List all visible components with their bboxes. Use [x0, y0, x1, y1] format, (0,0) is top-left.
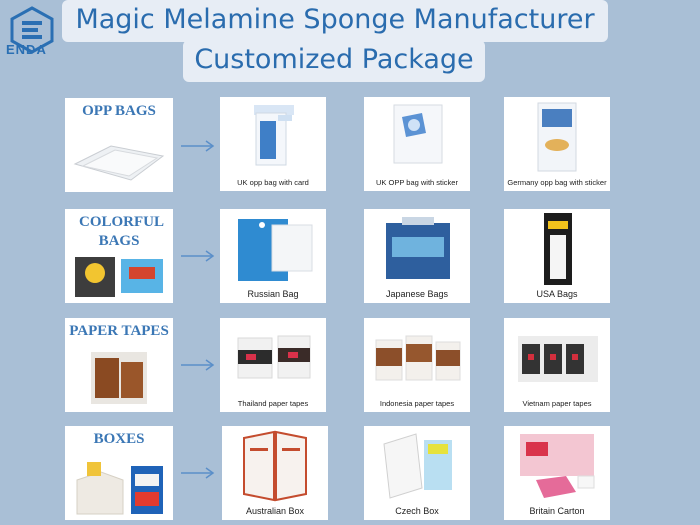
product-image — [518, 336, 598, 382]
product-image — [393, 104, 443, 164]
product-image — [383, 433, 452, 499]
category-card-colorful-bags: COLORFUL BAGS — [65, 209, 173, 303]
product-image — [243, 430, 307, 502]
product-card: USA Bags — [504, 209, 610, 303]
product-caption: Czech Box — [395, 506, 439, 516]
product-caption: Britain Carton — [529, 506, 585, 516]
colorful-bags-image — [75, 257, 163, 297]
product-card: UK OPP bag with sticker — [364, 97, 470, 191]
product-caption: UK OPP bag with sticker — [376, 178, 458, 187]
category-label: BOXES — [93, 431, 145, 447]
boxes-image — [76, 462, 163, 515]
product-card: Germany opp bag with sticker — [504, 97, 610, 191]
product-image — [238, 219, 313, 281]
category-card-paper-tapes: PAPER TAPES — [65, 318, 173, 412]
page-subtitle: Customized Package — [183, 40, 485, 82]
opp-bags-image — [73, 145, 165, 181]
product-image — [520, 434, 595, 498]
product-card: Australian Box — [222, 426, 328, 520]
product-card: Britain Carton — [504, 426, 610, 520]
product-card: Russian Bag — [220, 209, 326, 303]
product-card: Indonesia paper tapes — [364, 318, 470, 412]
enda-logo-icon — [10, 6, 54, 54]
product-image — [537, 102, 577, 172]
product-card: Thailand paper tapes — [220, 318, 326, 412]
product-image — [544, 213, 572, 285]
product-image — [375, 335, 461, 381]
product-caption: Thailand paper tapes — [237, 399, 309, 408]
product-caption: Japanese Bags — [385, 289, 449, 299]
product-card: Vietnam paper tapes — [504, 318, 610, 412]
product-card: UK opp bag with card — [220, 97, 326, 191]
arrow-icon — [181, 467, 215, 479]
paper-tapes-image — [91, 352, 147, 404]
product-caption: Australian Box — [245, 506, 305, 516]
category-card-boxes: BOXES — [65, 426, 173, 520]
product-image — [254, 105, 294, 166]
product-caption: Indonesia paper tapes — [379, 399, 455, 408]
brand-name: ENDA — [6, 42, 47, 57]
arrow-icon — [181, 359, 215, 371]
product-caption: USA Bags — [536, 289, 578, 299]
arrow-icon — [181, 250, 215, 262]
category-label: PAPER TAPES — [69, 323, 169, 339]
product-caption: UK opp bag with card — [237, 178, 309, 187]
category-card-opp-bags: OPP BAGS — [65, 98, 173, 192]
product-image — [237, 335, 311, 379]
product-card: Japanese Bags — [364, 209, 470, 303]
product-card: Czech Box — [364, 426, 470, 520]
product-caption: Vietnam paper tapes — [522, 399, 592, 408]
category-label: OPP BAGS — [82, 103, 156, 119]
category-label: COLORFUL BAGS — [79, 214, 165, 249]
product-caption: Russian Bag — [247, 289, 299, 299]
product-caption: Germany opp bag with sticker — [507, 178, 607, 187]
product-image — [386, 217, 450, 279]
arrow-icon — [181, 140, 215, 152]
page-title: Magic Melamine Sponge Manufacturer — [62, 0, 608, 42]
